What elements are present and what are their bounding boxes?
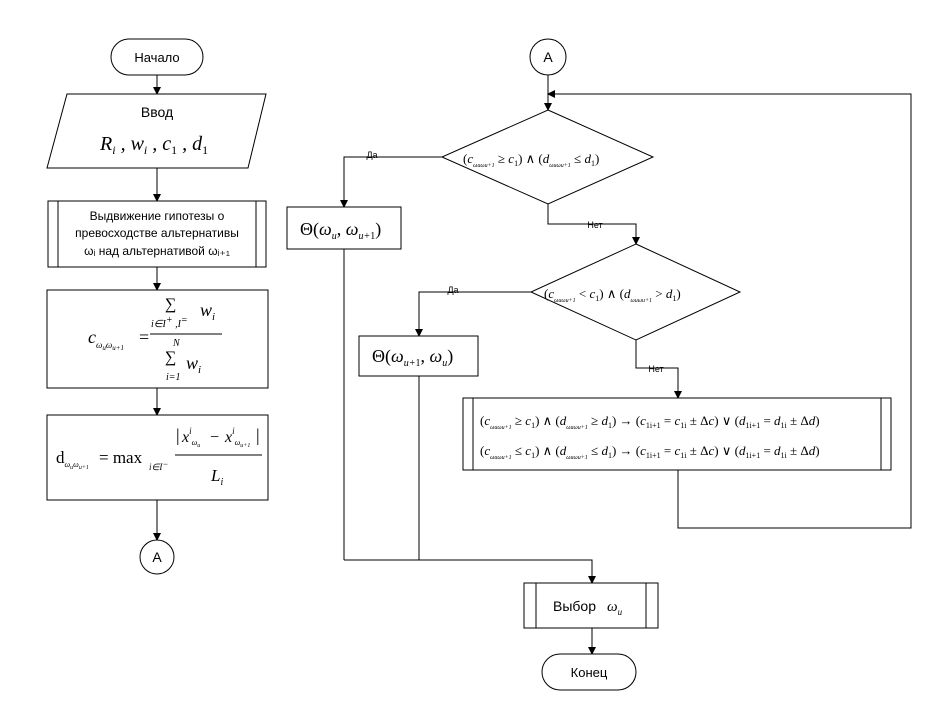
- svg-text:|: |: [256, 425, 260, 445]
- update-rule-1: (cωuωu+1 ≥ c1) ∧ (dωuωu+1 ≥ d1) → (c1i+1…: [480, 413, 820, 431]
- decision-2-no-label: Нет: [648, 364, 663, 374]
- formula-d-block: dωuωu+1 = max i∈I− | xiωu − xiωu+1 | Li: [46, 414, 269, 501]
- svg-text:(cωuωu+1 ≤ c1) ∧ (dωuωu+1 ≤ d1: (cωuωu+1 ≤ c1) ∧ (dωuωu+1 ≤ d1) → (c1i+1…: [480, 443, 820, 461]
- result-2-block: Θ(ωu+1, ωu): [358, 335, 479, 377]
- yes-arrow-1: [340, 156, 442, 208]
- svg-text:i∈I+ ,I=: i∈I+ ,I=: [151, 315, 188, 330]
- no-arrow-1: [547, 204, 640, 245]
- svg-text:−: −: [210, 429, 219, 446]
- svg-text:∑: ∑: [165, 349, 176, 366]
- connector-a-bottom-label: A: [152, 549, 162, 565]
- select-label: Выбор: [553, 598, 596, 614]
- end-label: Конец: [571, 665, 608, 680]
- input-block: Ввод Ri , wi , c1 , d1: [46, 93, 267, 169]
- update-rule-2: (cωuωu+1 ≤ c1) ∧ (dωuωu+1 ≤ d1) → (c1i+1…: [480, 443, 820, 461]
- loop-back-arrow: [547, 90, 912, 529]
- decision-1: (cωuωu+1 ≥ c1) ∧ (dωuωu+1 ≤ d1): [440, 109, 655, 205]
- start-label: Начало: [134, 50, 179, 65]
- select-block: Выбор ωu: [523, 582, 659, 629]
- decision-2: (cωuωu+1 < c1) ∧ (dωuωu+1 > d1): [529, 243, 742, 341]
- result-2-formula: Θ(ωu+1, ωu): [372, 346, 453, 369]
- svg-text:= max: = max: [99, 448, 143, 467]
- update-block: (cωuωu+1 ≥ c1) ∧ (dωuωu+1 ≥ d1) → (c1i+1…: [462, 397, 892, 471]
- decision-2-yes-label: Да: [447, 285, 458, 295]
- svg-text:Li: Li: [210, 466, 223, 488]
- formula-c-block: cωuωu+1 = ∑ wi i∈I+ ,I= N ∑ wi i=1: [46, 289, 269, 389]
- svg-text:Ri , wi , c1 , d1: Ri , wi , c1 , d1: [99, 133, 208, 157]
- hypothesis-block: Выдвижение гипотезы о превосходстве альт…: [47, 200, 267, 268]
- svg-text:=: =: [139, 327, 149, 347]
- svg-text:N: N: [172, 338, 181, 349]
- result-1-block: Θ(ωu, ωu+1): [286, 206, 402, 250]
- connector-a-bottom: A: [139, 539, 175, 575]
- svg-text:i=1: i=1: [166, 372, 181, 383]
- end-terminal: Конец: [541, 653, 637, 691]
- svg-text:(cωuωu+1 < c1) ∧ (dωuωu+1 > d1: (cωuωu+1 < c1) ∧ (dωuωu+1 > d1): [544, 286, 681, 304]
- start-terminal: Начало: [110, 38, 204, 76]
- svg-text:|: |: [176, 425, 180, 445]
- hypothesis-line2: превосходстве альтернативы: [75, 226, 239, 240]
- no-arrow-2: [635, 340, 682, 399]
- merge-arrow: [344, 559, 596, 584]
- hypothesis-line1: Выдвижение гипотезы о: [90, 209, 225, 223]
- input-title: Ввод: [141, 104, 173, 120]
- input-formula: Ri , wi , c1 , d1: [99, 133, 208, 157]
- connector-a-top: A: [529, 38, 567, 76]
- decision-1-yes-label: Да: [366, 150, 377, 160]
- svg-text:∑: ∑: [165, 296, 176, 313]
- hypothesis-line3: ωᵢ над альтернативой ωᵢ₊₁: [84, 244, 230, 258]
- svg-text:Θ(ωu+1, ωu): Θ(ωu+1, ωu): [372, 346, 453, 369]
- connector-a-top-label: A: [543, 49, 553, 65]
- svg-text:wi: wi: [186, 353, 201, 376]
- decision-1-no-label: Нет: [587, 220, 602, 230]
- svg-text:wi: wi: [200, 300, 215, 323]
- decision-2-condition: (cωuωu+1 < c1) ∧ (dωuωu+1 > d1): [544, 286, 681, 304]
- svg-text:(cωuωu+1 ≥ c1) ∧ (dωuωu+1 ≥ d1: (cωuωu+1 ≥ c1) ∧ (dωuωu+1 ≥ d1) → (c1i+1…: [480, 413, 820, 431]
- yes-arrow-2: [415, 291, 531, 337]
- svg-text:i∈I−: i∈I−: [149, 459, 168, 472]
